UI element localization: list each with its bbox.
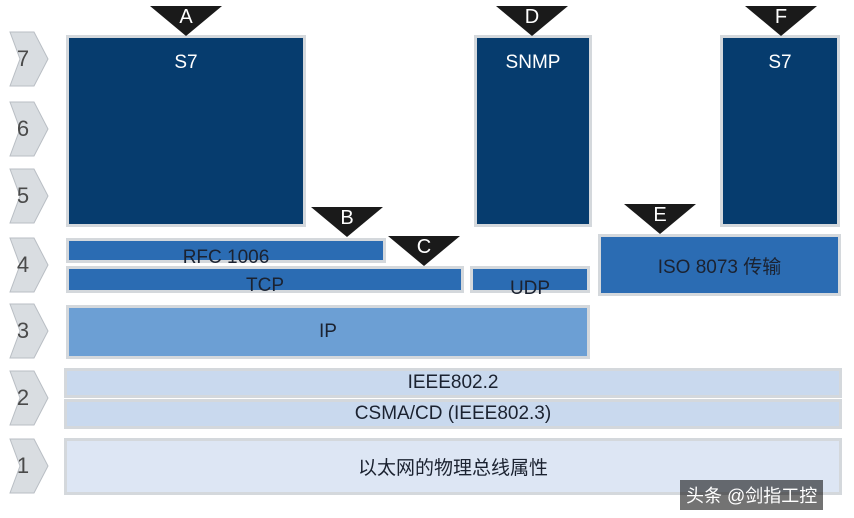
block-label: TCP	[246, 275, 284, 296]
layer-1-chevron: 1	[8, 437, 50, 495]
chevron-right-icon	[9, 370, 49, 426]
triangle-marker-icon	[388, 236, 460, 266]
chevron-right-icon	[9, 237, 49, 293]
layer-number: 7	[16, 46, 30, 71]
block-label: RFC 1006	[182, 247, 270, 268]
layer-number: 5	[16, 183, 30, 208]
marker-label: B	[340, 207, 354, 229]
block-label: IP	[319, 321, 337, 342]
block-label: IEEE802.2	[407, 372, 499, 393]
rfc1006-block: RFC 1006	[66, 238, 386, 268]
s7-block-a: S7	[66, 35, 306, 227]
block-label: UDP	[509, 278, 551, 299]
s7-block-f: S7	[720, 35, 840, 227]
block-label: CSMA/CD (IEEE802.3)	[354, 403, 552, 424]
marker-a: A	[150, 6, 222, 36]
marker-label: D	[524, 6, 540, 28]
chevron-right-icon	[9, 303, 49, 359]
marker-label: C	[416, 236, 432, 258]
udp-block: UDP	[470, 266, 590, 299]
block-label: ISO 8073 传输	[657, 256, 782, 278]
marker-e: E	[624, 204, 696, 234]
chevron-right-icon	[9, 168, 49, 224]
layer-number: 2	[16, 385, 30, 410]
chevron-right-icon	[9, 438, 49, 494]
ieee8022-block: IEEE802.2	[64, 368, 842, 398]
marker-c: C	[388, 236, 460, 266]
layer-4-chevron: 4	[8, 236, 50, 294]
triangle-marker-icon	[311, 207, 383, 237]
tcp-block: TCP	[66, 266, 464, 296]
triangle-marker-icon	[496, 6, 568, 36]
layer-7-chevron: 7	[8, 30, 50, 88]
block-label: S7	[768, 52, 792, 73]
layer-2-chevron: 2	[8, 369, 50, 427]
layer-6-chevron: 6	[8, 100, 50, 158]
chevron-right-icon	[9, 101, 49, 157]
marker-label: E	[653, 204, 667, 226]
chevron-right-icon	[9, 31, 49, 87]
layer-number: 3	[16, 318, 30, 343]
ip-block: IP	[66, 305, 590, 359]
layer-number: 6	[16, 116, 30, 141]
marker-d: D	[496, 6, 568, 36]
block-label: S7	[174, 52, 198, 73]
marker-f: F	[745, 6, 817, 36]
iso8073-block: ISO 8073 传输	[598, 234, 841, 296]
triangle-marker-icon	[624, 204, 696, 234]
layer-3-chevron: 3	[8, 302, 50, 360]
block-label: SNMP	[505, 52, 561, 73]
snmp-block: SNMP	[474, 35, 592, 227]
marker-b: B	[311, 207, 383, 237]
csmacd-block: CSMA/CD (IEEE802.3)	[64, 399, 842, 429]
watermark: 头条 @剑指工控	[680, 480, 824, 510]
layer-number: 1	[16, 453, 30, 478]
triangle-marker-icon	[745, 6, 817, 36]
marker-label: A	[179, 6, 193, 28]
layer-number: 4	[16, 252, 30, 277]
block-label: 以太网的物理总线属性	[357, 458, 548, 479]
triangle-marker-icon	[150, 6, 222, 36]
marker-label: F	[774, 6, 788, 28]
layer-5-chevron: 5	[8, 167, 50, 225]
